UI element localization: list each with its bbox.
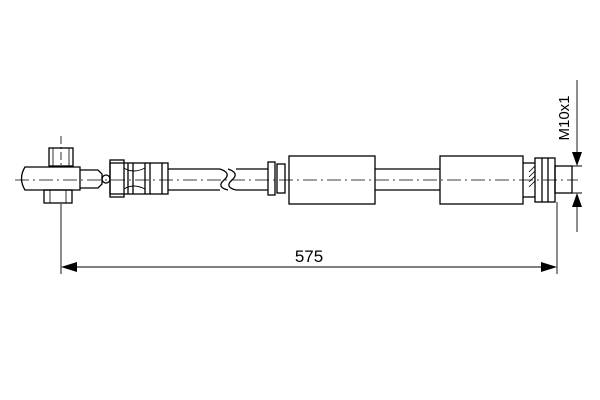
length-break-mark [219, 168, 229, 191]
thread-size-label: M10x1 [556, 95, 573, 140]
dimension-arrow-right [541, 262, 557, 272]
length-dimension-value: 575 [295, 247, 323, 266]
thread-arrow-bottom [572, 193, 582, 207]
banjo-bolt-end [43, 189, 73, 204]
hose-left-section [168, 168, 268, 191]
banjo-seal [101, 174, 111, 184]
thread-dimension [555, 80, 582, 232]
length-dimension [60, 202, 558, 274]
banjo-eye [20, 166, 81, 191]
banjo-fitting [20, 147, 111, 204]
banjo-neck [80, 169, 103, 189]
dimension-arrow-left [61, 262, 77, 272]
brake-hose-drawing [15, 80, 582, 274]
hose-middle-section [375, 168, 440, 191]
crimp-ferrule [109, 159, 169, 198]
thread-arrow-top [572, 152, 582, 166]
